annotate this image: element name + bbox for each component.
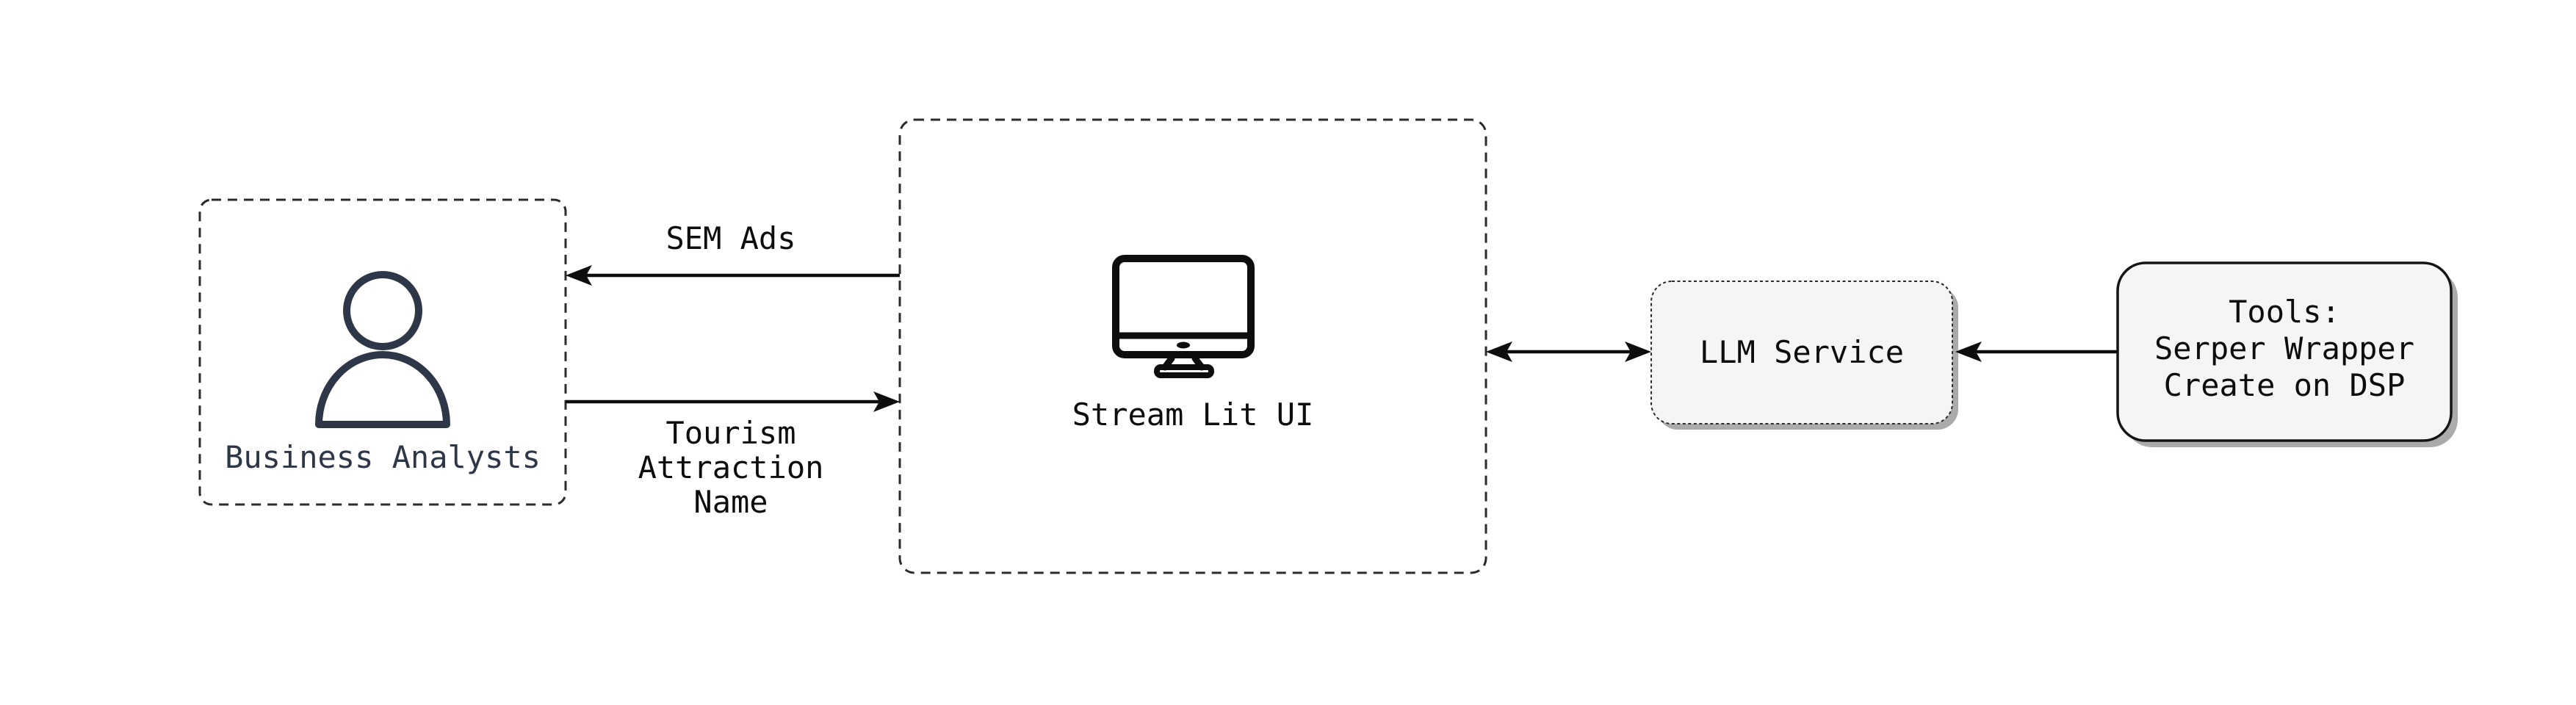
tourism-arrowhead: [873, 391, 900, 412]
ui-llm-arrowhead-right: [1625, 341, 1651, 362]
tools-label: Tools: Serper Wrapper Create on DSP: [2154, 294, 2415, 403]
tourism-edge-label: Tourism Attraction Name: [638, 415, 824, 520]
monitor-icon-screen: [1112, 255, 1255, 358]
ui-llm-double-arrow: [1486, 341, 1651, 362]
monitor-icon-camera-dot: [1177, 341, 1190, 349]
tools-llm-arrow: [1955, 341, 2118, 362]
business-analysts-label: Business Analysts: [225, 439, 541, 475]
streamlit-border: [898, 118, 1487, 574]
monitor-icon: [1112, 255, 1255, 378]
node-llm-service-frame: [1650, 281, 1958, 430]
person-icon-body: [315, 351, 450, 428]
sem-ads-edge-label: SEM Ads: [665, 220, 796, 256]
tourism-arrow: [566, 391, 900, 412]
llm-service-box: [1650, 281, 1953, 424]
node-tools-frame: [2116, 261, 2458, 447]
tools-llm-arrowhead: [1955, 341, 1982, 362]
monitor-icon-base: [1154, 364, 1214, 378]
streamlit-ui-label: Stream Lit UI: [1072, 397, 1314, 433]
llm-service-label: LLM Service: [1699, 334, 1905, 370]
person-icon-head: [343, 271, 422, 350]
person-icon: [315, 271, 450, 428]
sem-ads-arrow: [566, 265, 900, 286]
sem-ads-arrowhead: [566, 265, 592, 286]
ui-llm-arrowhead-left: [1486, 341, 1512, 362]
node-business-analysts-frame: [198, 198, 567, 506]
business-analysts-border: [198, 198, 567, 506]
node-streamlit-frame: [898, 118, 1487, 574]
